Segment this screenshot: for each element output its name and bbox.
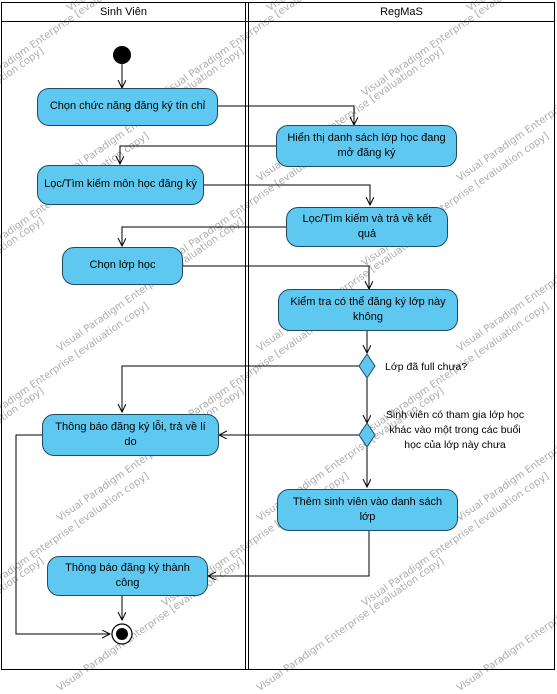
initial-node: [113, 46, 131, 64]
activity-success-notice: Thông báo đăng ký thành công: [47, 556, 208, 596]
activity-add-student: Thêm sinh viên vào danh sách lớp: [277, 489, 458, 531]
activity-filter-return-results: Lọc/Tìm kiếm và trả về kết quả: [286, 207, 448, 247]
decision-label-schedule-conflict: Sinh viên có tham gia lớp học khác vào m…: [385, 409, 525, 452]
decision-class-full: [358, 353, 376, 379]
diagram-lines: [1, 2, 555, 670]
lane-title-system: RegMaS: [380, 6, 423, 18]
decision-schedule-conflict: [358, 422, 376, 448]
decision-label-class-full: Lớp đã full chưa?: [385, 361, 468, 373]
activity-filter-subjects: Lọc/Tìm kiếm môn học đăng ký: [37, 165, 204, 205]
lane-title-student: Sinh Viên: [100, 6, 147, 18]
activity-show-open-classes: Hiển thị danh sách lớp học đang mở đăng …: [276, 125, 457, 167]
swimlane-frame: [1, 2, 555, 670]
activity-check-can-register: Kiểm tra có thể đăng ký lớp này không: [278, 289, 458, 331]
activity-error-notice: Thông báo đăng ký lỗi, trả về lí do: [42, 414, 219, 456]
activity-choose-class: Chọn lớp học: [62, 247, 183, 285]
activity-choose-function: Chọn chức năng đăng ký tín chỉ: [37, 88, 218, 126]
